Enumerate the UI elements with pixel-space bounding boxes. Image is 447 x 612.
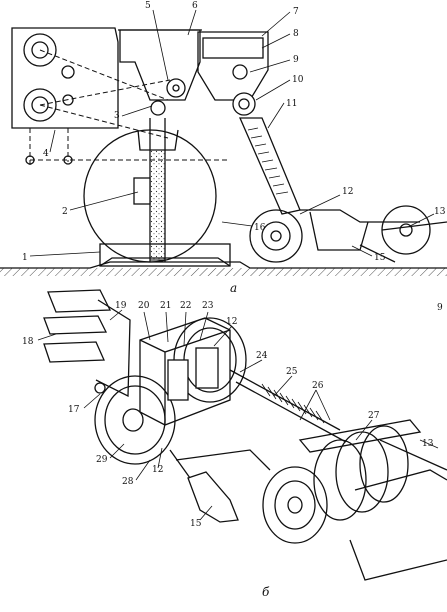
part-label-2: 2 xyxy=(62,207,68,217)
part-label-15-b: 15 xyxy=(190,519,202,529)
part-label-18: 18 xyxy=(22,337,34,347)
caption-b: б xyxy=(262,585,270,599)
part-label-8: 8 xyxy=(293,29,299,39)
part-label-13: 13 xyxy=(434,207,446,217)
part-label-5: 5 xyxy=(145,1,151,11)
part-label-13-b: 13 xyxy=(422,439,434,449)
part-label-15: 15 xyxy=(374,253,386,263)
part-label-22: 22 xyxy=(180,301,191,311)
part-labels-a: 5 6 7 8 9 10 11 3 4 2 16 1 12 13 15 xyxy=(22,1,446,263)
part-label-7: 7 xyxy=(293,7,299,17)
part-label-24: 24 xyxy=(256,351,268,361)
part-label-28: 28 xyxy=(122,477,134,487)
leader-lines-a xyxy=(29,9,435,257)
part-label-9: 9 xyxy=(293,55,299,65)
part-label-25: 25 xyxy=(286,367,298,377)
part-label-23: 23 xyxy=(202,301,214,311)
part-label-27: 27 xyxy=(368,411,380,421)
part-label-20: 20 xyxy=(138,301,150,311)
part-label-12-bottom: 12 xyxy=(152,465,163,475)
part-label-6: 6 xyxy=(192,1,198,11)
figure-b xyxy=(43,289,447,581)
part-label-11: 11 xyxy=(286,99,297,109)
part-label-12: 12 xyxy=(342,187,353,197)
part-label-12-top: 12 xyxy=(226,317,237,327)
part-label-10: 10 xyxy=(292,75,304,85)
leader-lines-b xyxy=(37,309,439,521)
part-label-4: 4 xyxy=(43,149,49,159)
caption-a: а xyxy=(230,281,237,295)
part-label-21: 21 xyxy=(160,301,171,311)
part-label-29: 29 xyxy=(96,455,108,465)
page-mark: 9 xyxy=(437,303,443,313)
part-labels-b: 19 20 21 22 23 12 18 24 25 26 17 27 13 2… xyxy=(22,301,434,529)
part-label-16: 16 xyxy=(254,223,266,233)
part-label-26: 26 xyxy=(312,381,324,391)
figure-a xyxy=(0,27,447,276)
part-label-3: 3 xyxy=(114,111,120,121)
part-label-19: 19 xyxy=(115,301,127,311)
part-label-17: 17 xyxy=(68,405,80,415)
part-label-1: 1 xyxy=(22,253,28,263)
